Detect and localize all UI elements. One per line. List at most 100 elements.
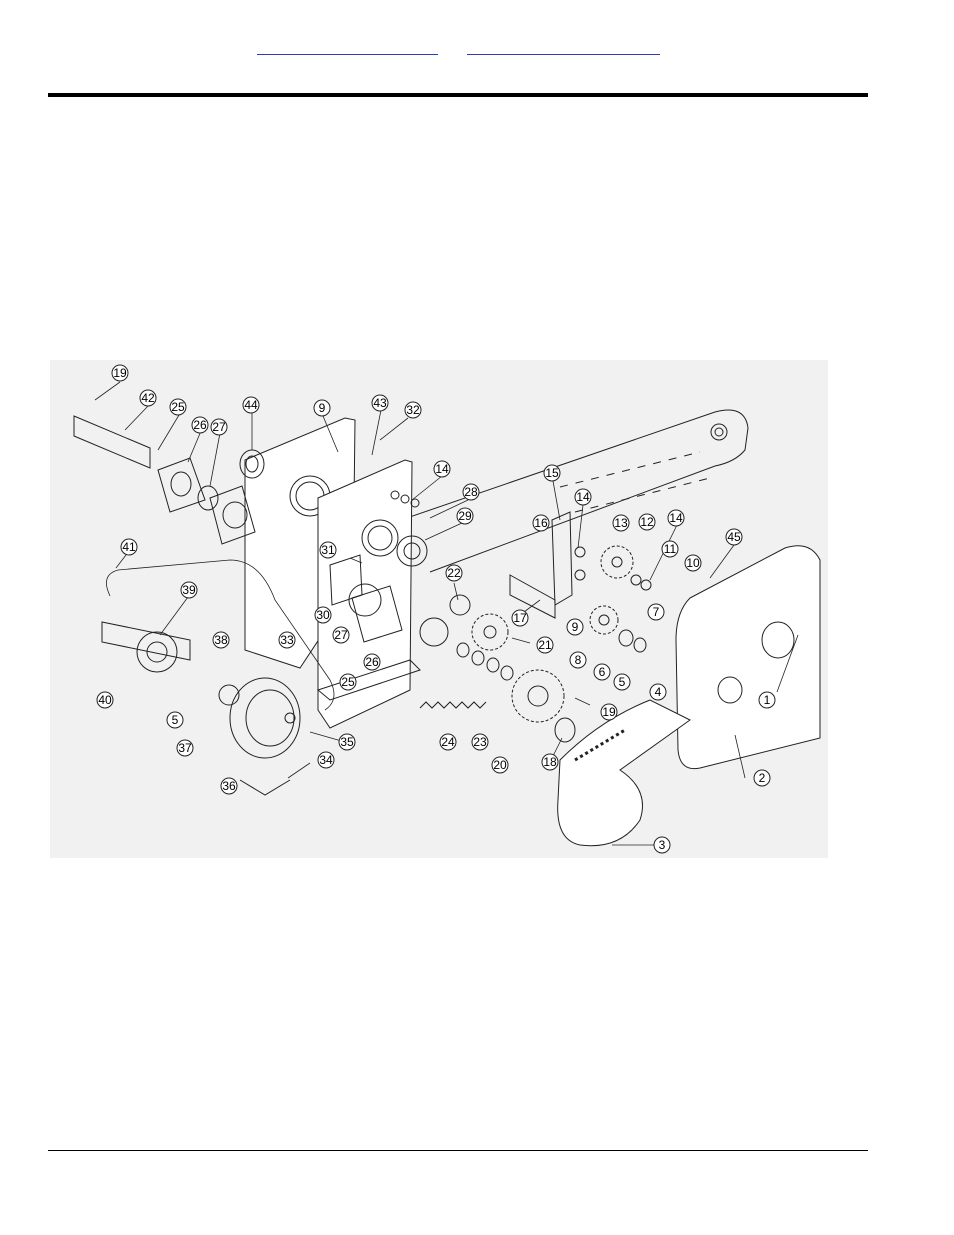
callout-5: 5 bbox=[166, 711, 184, 729]
callout-20: 20 bbox=[491, 756, 509, 774]
sprocket-12 bbox=[600, 545, 634, 579]
callout-bubble bbox=[541, 753, 559, 771]
idler-arm-15 bbox=[551, 511, 573, 606]
callout-bubble bbox=[176, 739, 194, 757]
header-link-right[interactable] bbox=[467, 40, 660, 55]
callout-bubble bbox=[569, 651, 587, 669]
callout-label: 14 bbox=[669, 511, 683, 525]
callout-label: 9 bbox=[572, 620, 579, 634]
callout-23: 23 bbox=[471, 733, 489, 751]
callout-label: 36 bbox=[222, 779, 236, 793]
bearing-29 bbox=[396, 535, 428, 567]
bearing-lower bbox=[419, 617, 449, 647]
callout-bubble bbox=[593, 663, 611, 681]
callout-bubble bbox=[314, 606, 332, 624]
callout-8: 8 bbox=[569, 651, 587, 669]
callout-27: 27 bbox=[332, 626, 350, 644]
callout-label: 30 bbox=[316, 608, 330, 622]
callout-label: 24 bbox=[441, 735, 455, 749]
flange-upper bbox=[209, 485, 256, 545]
callout-label: 26 bbox=[365, 655, 379, 669]
flange-26 bbox=[157, 457, 206, 513]
callout-label: 11 bbox=[664, 542, 677, 556]
callout-label: 45 bbox=[727, 530, 741, 544]
callout-label: 14 bbox=[576, 490, 590, 504]
footer-rule bbox=[48, 1150, 868, 1151]
callout-label: 6 bbox=[599, 665, 606, 679]
callout-bubble bbox=[111, 364, 129, 382]
callout-label: 17 bbox=[513, 611, 527, 625]
callout-label: 13 bbox=[614, 516, 628, 530]
header-link-left[interactable] bbox=[257, 40, 438, 55]
callout-label: 25 bbox=[341, 675, 355, 689]
cover-2 bbox=[675, 545, 821, 770]
callout-16: 16 bbox=[532, 514, 550, 532]
callout-label: 20 bbox=[493, 758, 507, 772]
sprocket-22 bbox=[471, 613, 509, 651]
callout-bubble bbox=[612, 514, 630, 532]
callout-label: 18 bbox=[543, 755, 557, 769]
callout-bubble bbox=[404, 401, 422, 419]
drive-arm bbox=[371, 409, 749, 573]
callout-label: 26 bbox=[193, 418, 207, 432]
callout-bubble bbox=[220, 777, 238, 795]
callout-label: 16 bbox=[534, 516, 548, 530]
callout-label: 4 bbox=[655, 685, 662, 699]
callout-bubble bbox=[371, 394, 389, 412]
callout-bubble bbox=[758, 691, 776, 709]
chain bbox=[574, 728, 626, 762]
shaft-17 bbox=[509, 574, 556, 619]
callout-label: 2 bbox=[759, 771, 766, 785]
callout-bubble bbox=[638, 513, 656, 531]
callout-bubble bbox=[566, 618, 584, 636]
callout-bubble bbox=[242, 396, 260, 414]
exploded-parts-diagram: 1942252627449433214282915161413121411104… bbox=[73, 364, 821, 854]
callout-43: 43 bbox=[371, 394, 389, 412]
callout-bubble bbox=[511, 609, 529, 627]
callout-39: 39 bbox=[180, 581, 198, 599]
callout-bubble bbox=[725, 528, 743, 546]
callout-bubble bbox=[180, 581, 198, 599]
callout-label: 21 bbox=[538, 638, 552, 652]
flange-lower bbox=[351, 585, 403, 643]
callout-35: 35 bbox=[338, 733, 356, 751]
callout-14: 14 bbox=[574, 488, 592, 506]
callout-44: 44 bbox=[242, 396, 260, 414]
callout-bubble bbox=[439, 733, 457, 751]
callout-label: 43 bbox=[373, 396, 387, 410]
callout-label: 33 bbox=[280, 633, 294, 647]
callout-bubble bbox=[212, 631, 230, 649]
callout-21: 21 bbox=[536, 636, 554, 654]
callout-18: 18 bbox=[541, 753, 559, 771]
callout-14: 14 bbox=[667, 509, 685, 527]
callout-bubble bbox=[332, 626, 350, 644]
callout-label: 10 bbox=[686, 556, 700, 570]
sprocket-8 bbox=[589, 605, 619, 635]
guard-3 bbox=[557, 699, 691, 847]
callout-34: 34 bbox=[317, 751, 335, 769]
spring-24 bbox=[419, 701, 487, 709]
callout-15: 15 bbox=[543, 464, 561, 482]
pulley-39 bbox=[136, 631, 178, 673]
sprocket-22-hub bbox=[449, 594, 471, 616]
callout-26: 26 bbox=[191, 416, 209, 434]
callout-bubble bbox=[543, 464, 561, 482]
callout-bubble bbox=[684, 554, 702, 572]
callout-6: 6 bbox=[593, 663, 611, 681]
clutch-35 bbox=[229, 677, 301, 759]
callout-36: 36 bbox=[220, 777, 238, 795]
callout-bubble bbox=[191, 416, 209, 434]
callout-9: 9 bbox=[313, 399, 331, 417]
callout-bubble bbox=[96, 691, 114, 709]
callout-label: 41 bbox=[122, 540, 136, 554]
callout-bubble bbox=[661, 540, 679, 558]
callout-33: 33 bbox=[278, 631, 296, 649]
callout-bubble bbox=[445, 564, 463, 582]
callout-bubble bbox=[319, 541, 337, 559]
callout-14: 14 bbox=[433, 460, 451, 478]
callout-label: 32 bbox=[406, 403, 420, 417]
callout-3: 3 bbox=[653, 836, 671, 854]
callout-bubble bbox=[139, 389, 157, 407]
callout-32: 32 bbox=[404, 401, 422, 419]
callout-bubble bbox=[313, 399, 331, 417]
